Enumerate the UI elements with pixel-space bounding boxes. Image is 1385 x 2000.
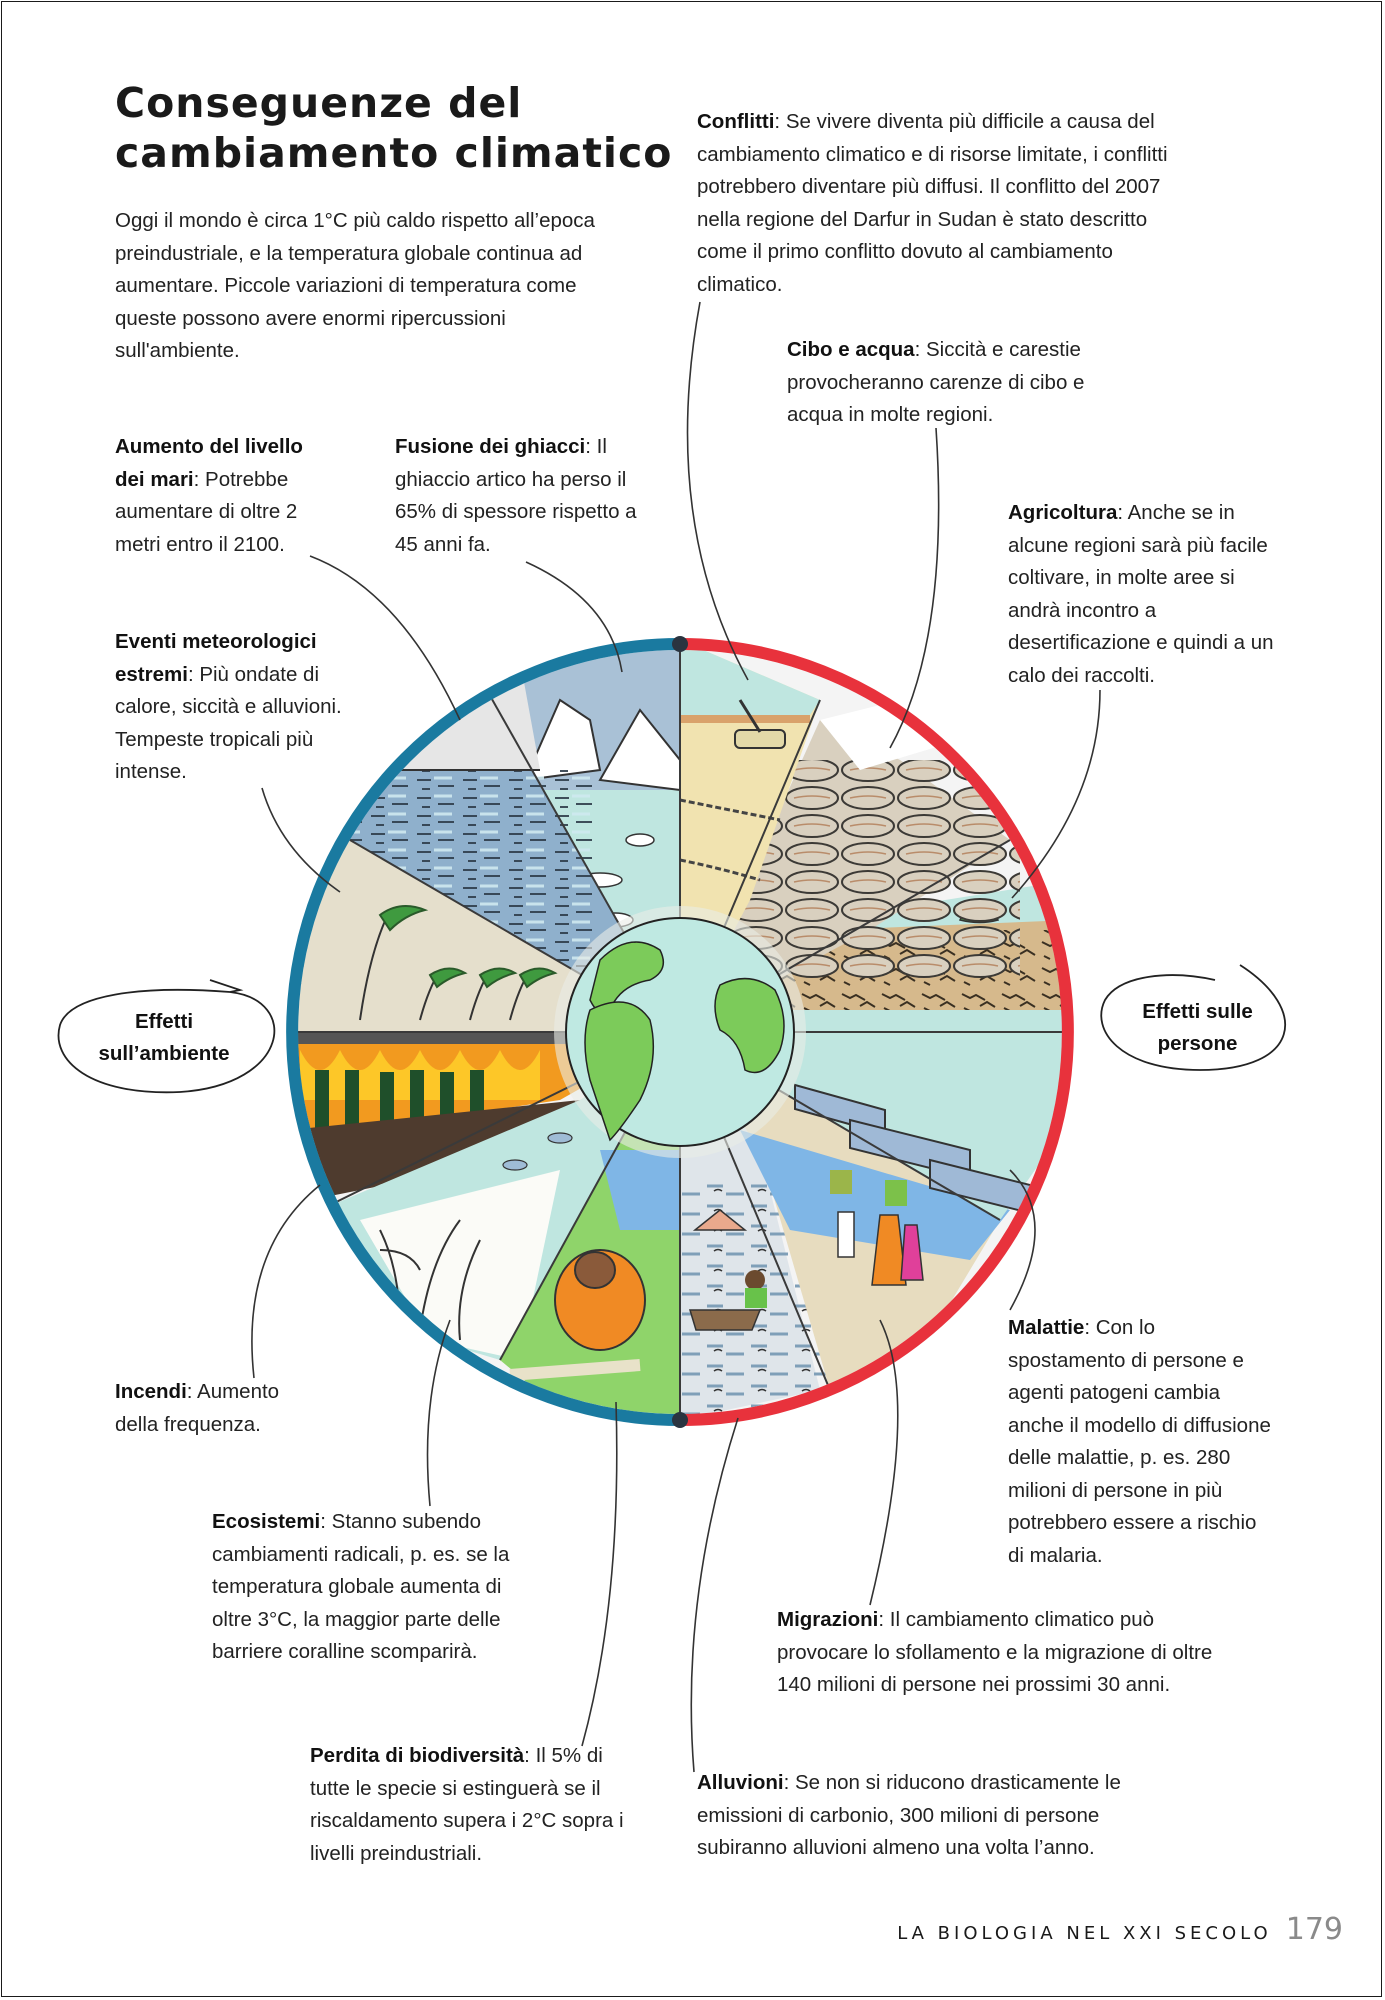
note-heading: Alluvioni	[697, 1771, 784, 1794]
page-number: 179	[1285, 1912, 1343, 1947]
note-text: : Aumento della frequenza.	[115, 1380, 280, 1436]
callout-migration	[869, 1319, 899, 1606]
environment-label-line-2: sull’ambiente	[98, 1042, 230, 1065]
ring-joint-top	[672, 636, 688, 652]
note-text: : Siccità e carestie provocheranno caren…	[787, 338, 1085, 426]
title-line-1: Conseguenze del	[115, 79, 523, 127]
note-text: : Se vivere diventa più difficile a caus…	[697, 110, 1168, 296]
intro-paragraph: Oggi il mondo è circa 1°C più caldo risp…	[115, 209, 595, 362]
people-label-line-1: Effetti sulle	[1142, 1000, 1253, 1023]
note-text: : Il cambiamento climatico può provocare…	[777, 1608, 1213, 1696]
environment-bubble	[57, 979, 276, 1094]
callout-diseases	[1009, 1169, 1036, 1311]
callout-agriculture	[1011, 689, 1101, 899]
running-title: LA BIOLOGIA NEL XXI SECOLO	[897, 1923, 1272, 1944]
note-agriculture: Agricoltura: Anche se in alcune regioni …	[1008, 497, 1288, 692]
environment-effects-label: Effetti sull’ambiente	[66, 1006, 262, 1070]
note-heading: Eventi meteorologici estremi	[115, 630, 317, 686]
note-heading: Conflitti	[697, 110, 775, 133]
callout-food-water	[889, 427, 940, 749]
callout-floods	[690, 1417, 739, 1773]
title-line-2: cambiamento climatico	[115, 129, 673, 177]
note-biodiversity: Perdita di biodiversità: Il 5% di tutte …	[310, 1740, 630, 1870]
note-ecosystems: Ecosistemi: Stanno subendo cambiamenti r…	[212, 1506, 542, 1669]
note-heading: Aumento del livello dei mari	[115, 435, 303, 491]
page-footer: LA BIOLOGIA NEL XXI SECOLO 179	[897, 1912, 1343, 1947]
callout-biodiversity	[581, 1401, 618, 1747]
note-sea-level: Aumento del livello dei mari: Potrebbe a…	[115, 431, 330, 561]
environment-label-line-1: Effetti	[134, 1010, 194, 1033]
note-heading: Fusione dei ghiacci	[395, 435, 586, 458]
callout-conflicts	[686, 301, 749, 681]
people-ring	[679, 638, 1074, 1426]
people-label-line-2: persone	[1157, 1032, 1238, 1055]
callout-ice-melt	[525, 561, 623, 673]
note-text: : Con lo spostamento di persone e agenti…	[1008, 1316, 1271, 1567]
note-fires: Incendi: Aumento della frequenza.	[115, 1376, 325, 1441]
note-conflicts: Conflitti: Se vivere diventa più diffici…	[697, 106, 1202, 301]
note-text: : Potrebbe aumentare di oltre 2 metri en…	[115, 467, 298, 556]
note-floods: Alluvioni: Se non si riducono drasticame…	[697, 1767, 1157, 1865]
callout-sea-level	[309, 555, 461, 721]
note-heading: Ecosistemi	[212, 1510, 321, 1533]
note-heading: Cibo e acqua	[787, 338, 915, 361]
note-text: : Il 5% di tutte le specie si estinguerà…	[310, 1744, 624, 1865]
page-title: Conseguenze del cambiamento climatico	[115, 78, 672, 178]
note-heading: Migrazioni	[777, 1608, 879, 1631]
ring-joint-bottom	[672, 1412, 688, 1428]
note-diseases: Malattie: Con lo spostamento di persone …	[1008, 1312, 1278, 1572]
note-food-water: Cibo e acqua: Siccità e carestie provoch…	[787, 334, 1117, 432]
callout-extreme-weather	[261, 787, 341, 893]
note-heading: Incendi	[115, 1380, 187, 1403]
note-extreme-weather: Eventi meteorologici estremi: Più ondate…	[115, 626, 385, 789]
callout-lines	[251, 301, 1101, 1773]
note-ice-melt: Fusione dei ghiacci: Il ghiaccio artico …	[395, 431, 640, 561]
note-migration: Migrazioni: Il cambiamento climatico può…	[777, 1604, 1227, 1702]
note-text: : Il ghiaccio artico ha perso il 65% di …	[395, 435, 637, 556]
callout-ecosystems	[426, 1319, 451, 1507]
callout-fires	[251, 1184, 321, 1379]
note-heading: Malattie	[1008, 1316, 1085, 1339]
note-text: : Se non si riducono drasticamente le em…	[697, 1771, 1121, 1859]
note-text: : Stanno subendo cambiamenti radicali, p…	[212, 1510, 510, 1663]
note-text: : Più ondate di calore, siccità e alluvi…	[115, 662, 342, 784]
note-heading: Perdita di biodiversità	[310, 1744, 525, 1767]
environment-ring	[286, 638, 681, 1426]
people-effects-label: Effetti sulle persone	[1105, 996, 1290, 1060]
note-heading: Agricoltura	[1008, 501, 1118, 524]
note-text: : Anche se in alcune regioni sarà più fa…	[1008, 501, 1274, 687]
people-bubble	[1100, 964, 1286, 1071]
earth-globe-icon	[554, 906, 806, 1158]
